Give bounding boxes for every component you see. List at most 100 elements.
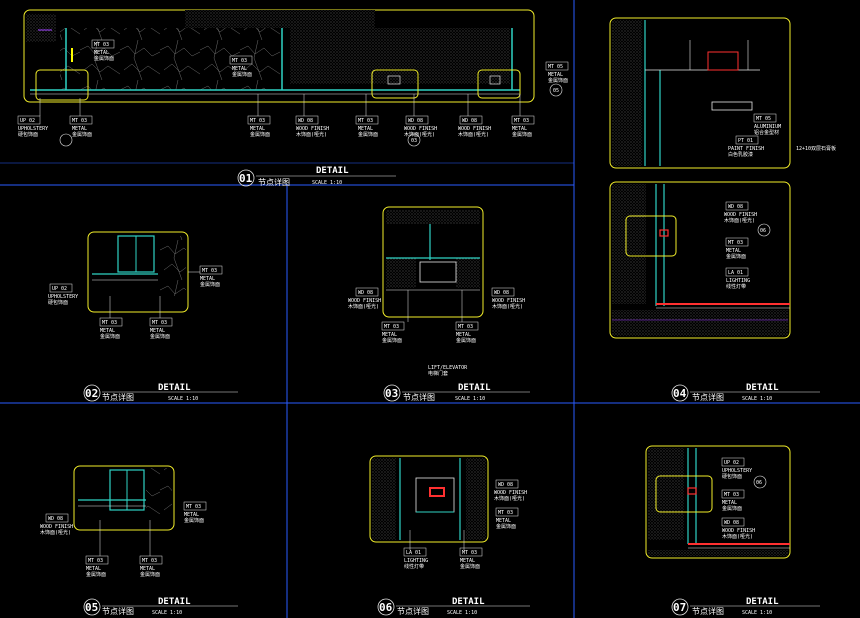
panel-04-subtitle: 节点详图	[692, 392, 724, 402]
panel-04-drawing	[609, 17, 791, 339]
tag-mt03: MT 03	[232, 58, 247, 64]
tag-mt03: MT 03	[102, 320, 117, 326]
label-metal: METAL	[512, 126, 527, 132]
label-lighting: LIGHTING	[404, 558, 428, 564]
label-metal: METAL	[150, 328, 165, 334]
panel-07-number: 07	[673, 601, 686, 614]
label-metal: METAL	[382, 332, 397, 338]
lift-elevator-note-cn: 电梯门套	[428, 370, 448, 377]
tag-wd08: WD 08	[298, 118, 313, 124]
label-wood: WOOD FINISH	[492, 298, 525, 304]
tag-mt03: MT 03	[724, 492, 739, 498]
panel-01-number: 01	[239, 172, 253, 185]
label-wood: WOOD FINISH	[40, 524, 73, 530]
label-metal-cn: 金属饰面	[200, 281, 220, 288]
label-wood-cn: 木饰面(哑光)	[492, 303, 523, 310]
panel-05-title: 05 DETAIL 节点详图 SCALE 1:10	[83, 597, 238, 616]
label-metal-cn: 金属饰面	[548, 77, 568, 84]
tag-mt03: MT 03	[202, 268, 217, 274]
tag-mt03: MT 03	[250, 118, 265, 124]
label-upholstery-cn: 硬包饰面	[48, 299, 68, 306]
panel-03-drawing	[382, 206, 484, 322]
tag-mt05: MT 05	[756, 116, 771, 122]
label-wood: WOOD FINISH	[296, 126, 329, 132]
tag-wd08: WD 08	[724, 520, 739, 526]
tag-mt03: MT 03	[462, 550, 477, 556]
label-metal-cn: 金属饰面	[140, 571, 160, 578]
label-metal-cn: 金属饰面	[460, 563, 480, 570]
panel-07-drawing	[645, 445, 791, 559]
panel-07-title-text: DETAIL	[746, 597, 779, 607]
label-metal-cn: 金属饰面	[72, 131, 92, 138]
panel-05-drawing	[73, 465, 175, 556]
label-upholstery-cn: 硬包饰面	[722, 473, 742, 480]
panel-06-labels: WD 08 WOOD FINISH 木饰面(哑光) MT 03 METAL 金属…	[403, 479, 527, 570]
tag-pt01: PT 01	[738, 138, 753, 144]
panel-05-labels: WD 08 WOOD FINISH 木饰面(哑光) MT 03 METAL 金属…	[40, 501, 207, 578]
label-metal: METAL	[86, 566, 101, 572]
label-metal: METAL	[726, 248, 741, 254]
label-metal-cn: 金属饰面	[86, 571, 106, 578]
label-metal-cn: 金属饰面	[382, 337, 402, 344]
label-metal: METAL	[456, 332, 471, 338]
callout-06: 06	[756, 480, 762, 486]
label-aluminum: ALUMINIUM	[754, 124, 781, 130]
panel-02-scale: SCALE 1:10	[168, 396, 198, 402]
panel-06-title: 06 DETAIL 节点详图 SCALE 1:10	[377, 597, 530, 616]
tag-mt03: MT 03	[94, 42, 109, 48]
label-aluminum-cn: 铝合金型材	[754, 129, 779, 136]
label-metal: METAL	[72, 126, 87, 132]
label-metal: METAL	[496, 518, 511, 524]
tag-up02: UP 02	[52, 286, 67, 292]
panel-05-number: 05	[85, 601, 98, 614]
panel-01-drawing	[23, 9, 563, 147]
panel-07-scale: SCALE 1:10	[742, 610, 772, 616]
label-wood-cn: 木饰面(哑光)	[722, 533, 753, 540]
tag-mt03: MT 03	[514, 118, 529, 124]
callout-06: 06	[760, 228, 766, 234]
panel-01-scale: SCALE 1:10	[312, 180, 342, 186]
label-metal-cn: 金属饰面	[150, 333, 170, 340]
tag-la01: LA 01	[406, 550, 421, 556]
label-wood-cn: 木饰面(哑光)	[348, 303, 379, 310]
label-upholstery: UPHOLSTERY	[18, 126, 48, 132]
label-wood: WOOD FINISH	[494, 490, 527, 496]
panel-06-scale: SCALE 1:10	[447, 610, 477, 616]
label-metal-cn: 金属饰面	[100, 333, 120, 340]
panel-01-subtitle: 节点详图	[258, 177, 290, 187]
tag-wd08: WD 08	[408, 118, 423, 124]
label-metal-cn: 金属饰面	[184, 517, 204, 524]
label-wood-cn: 木饰面(哑光)	[494, 495, 525, 502]
tag-wd08: WD 08	[494, 290, 509, 296]
panel-06-drawing	[369, 455, 489, 550]
label-lighting-cn: 线性灯带	[726, 283, 746, 290]
label-lighting: LIGHTING	[726, 278, 750, 284]
lift-elevator-note: LIFT/ELEVATOR	[428, 365, 468, 371]
panel-01-title-text: DETAIL	[316, 166, 349, 176]
panel-02-number: 02	[85, 387, 98, 400]
panel-02-labels: UP 02 UPHOLSTERY 硬包饰面 MT 03 METAL 金属饰面 M…	[48, 265, 223, 340]
label-metal: METAL	[548, 72, 563, 78]
label-upholstery: UPHOLSTERY	[48, 294, 78, 300]
tag-mt03: MT 03	[498, 510, 513, 516]
label-metal: METAL	[460, 558, 475, 564]
label-gypsum-cn: 12+10双层石膏板	[796, 145, 836, 152]
tag-wd08: WD 08	[498, 482, 513, 488]
panel-03-title: 03 DETAIL 节点详图 SCALE 1:10	[383, 383, 530, 402]
label-metal: METAL	[358, 126, 373, 132]
panel-03-scale: SCALE 1:10	[455, 396, 485, 402]
label-metal-cn: 金属饰面	[496, 523, 516, 530]
label-wood: WOOD FINISH	[722, 528, 755, 534]
tag-mt03: MT 03	[728, 240, 743, 246]
panel-06-title-text: DETAIL	[452, 597, 485, 607]
panel-05-title-text: DETAIL	[158, 597, 191, 607]
label-metal: METAL	[140, 566, 155, 572]
panel-05-subtitle: 节点详图	[102, 606, 134, 616]
label-wood-cn: 木饰面(哑光)	[458, 131, 489, 138]
panel-01-title: 01 DETAIL 节点详图 SCALE 1:10	[237, 166, 396, 187]
label-upholstery-cn: 硬包饰面	[18, 131, 38, 138]
label-metal: METAL	[184, 512, 199, 518]
label-upholstery: UPHOLSTERY	[722, 468, 752, 474]
label-wood-cn: 木饰面(哑光)	[724, 217, 755, 224]
